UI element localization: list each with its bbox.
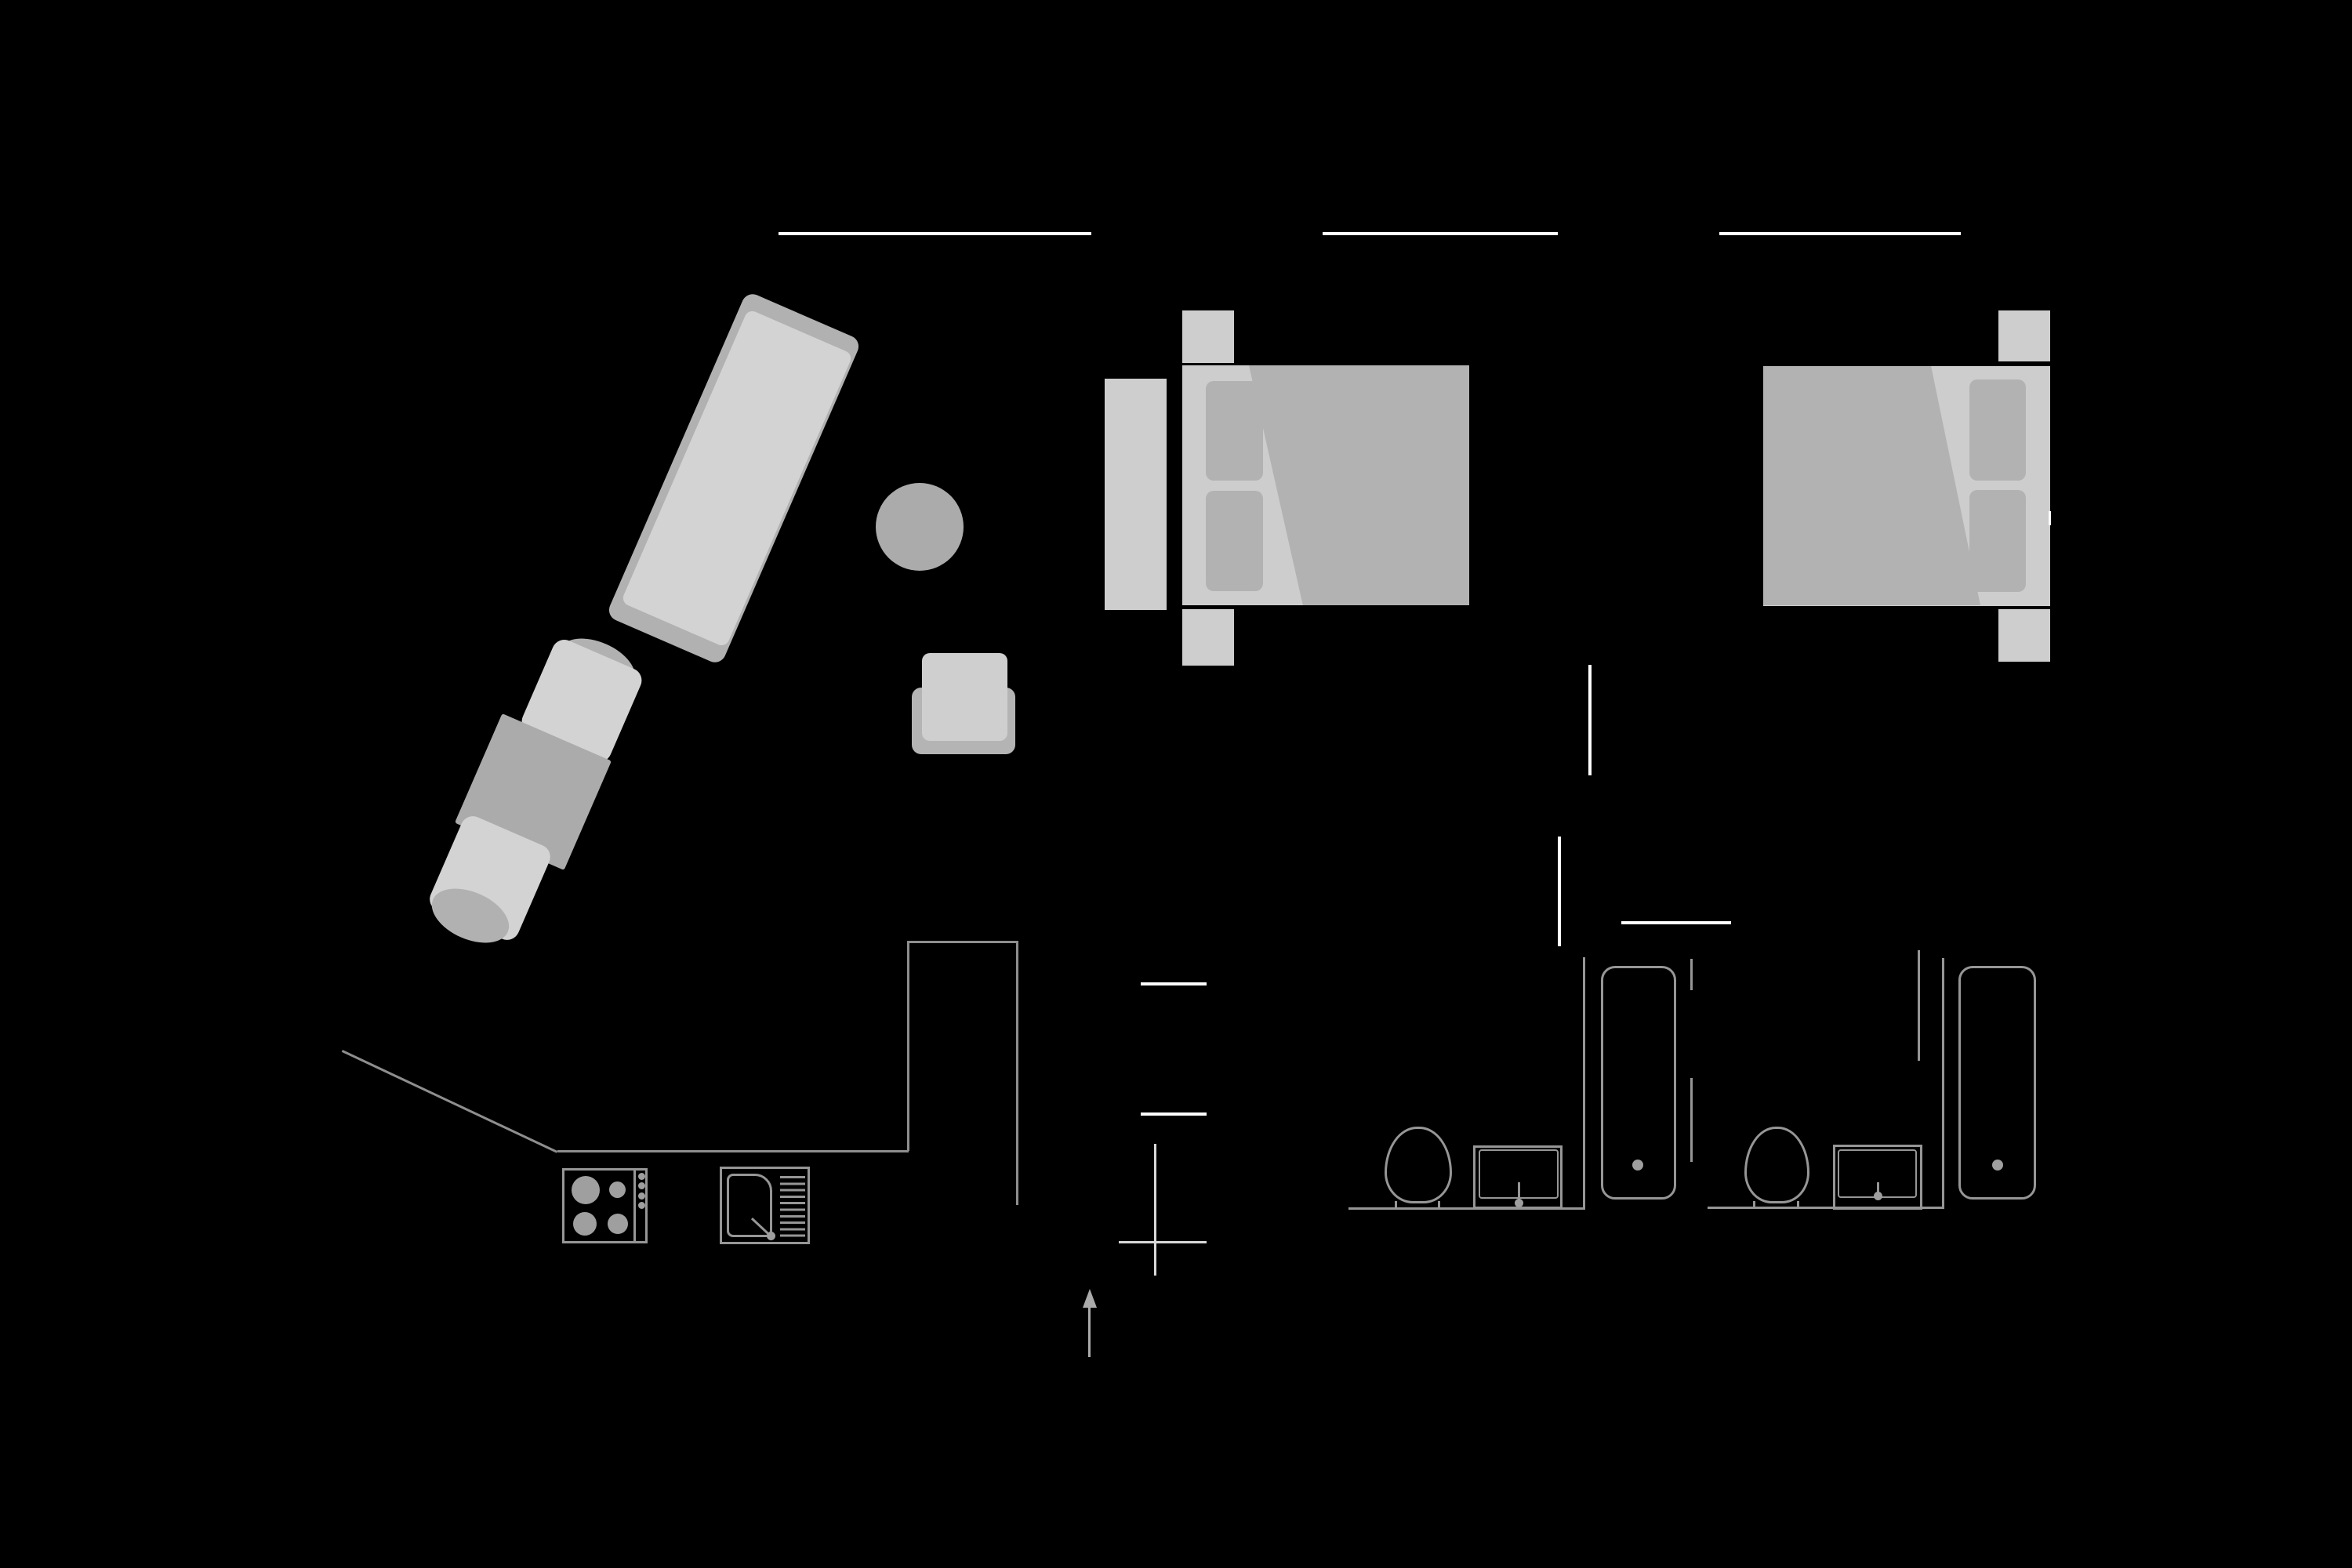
wall-stub-bed2 (2049, 511, 2051, 525)
cooktop-control-divider (633, 1168, 636, 1243)
toilet-icon (1744, 1127, 1809, 1203)
door-opening-line-lower (1141, 1112, 1207, 1116)
faucet-icon (1877, 1182, 1879, 1193)
wall-bath-white-upper (1588, 665, 1592, 775)
sofa-chaise-lounge (620, 308, 854, 648)
burner-icon (608, 1214, 628, 1234)
faucet-dot-icon (767, 1232, 775, 1240)
wall-entry-left (907, 941, 909, 1151)
bath2-sink (1833, 1145, 1922, 1210)
burner-icon (572, 1176, 600, 1204)
faucet-icon (1518, 1182, 1520, 1203)
north-arrow-shaft (1088, 1306, 1091, 1357)
dresser (1105, 379, 1167, 610)
kitchen-sink-basin (727, 1174, 772, 1237)
knob-icon (638, 1192, 645, 1200)
bed2-nightstand-bottom (1998, 609, 2050, 662)
door-opening-line-upper (1141, 982, 1207, 985)
wall-entry-right (1016, 941, 1018, 1205)
bed2-nightstand-top (1998, 310, 2050, 361)
bed2-pillow-2 (1969, 490, 2026, 592)
toilet-base (1395, 1201, 1440, 1209)
wall-kitchen-bottom (557, 1150, 909, 1152)
wall-shower2-left-upper (1918, 950, 1920, 1061)
wall-bath-white-horizontal (1621, 921, 1731, 924)
wall-shower1-right-upper (1690, 959, 1693, 990)
wall-shower2-left (1942, 958, 1944, 1209)
round-side-table (876, 483, 964, 571)
wall-kitchen-diagonal (341, 1050, 558, 1153)
toilet-icon (1385, 1127, 1452, 1203)
window-line-bedroom1 (1323, 232, 1558, 235)
bed1-nightstand-top (1182, 310, 1234, 363)
window-line-bedroom2 (1719, 232, 1961, 235)
bed2-pillow-1 (1969, 379, 2026, 481)
burner-icon (573, 1212, 597, 1236)
drain-dot-icon (1992, 1160, 2003, 1171)
window-line-living (779, 232, 1091, 235)
faucet-dot-icon (1515, 1199, 1523, 1207)
door-swing-cross-vertical (1154, 1144, 1156, 1276)
north-arrow-icon (1083, 1289, 1097, 1308)
bath2-counter-line (1708, 1207, 1943, 1209)
wall-shower1-right-lower (1690, 1078, 1693, 1162)
kitchen-sink (720, 1167, 810, 1244)
bath1-sink (1473, 1145, 1563, 1209)
toilet-base (1753, 1201, 1799, 1209)
wall-shower1-left (1583, 957, 1585, 1210)
cooktop (562, 1168, 648, 1243)
bed1-pillow-2 (1206, 491, 1263, 591)
wall-entry-top (907, 941, 1018, 943)
knob-icon (638, 1173, 645, 1180)
wall-bath-white-lower (1558, 837, 1561, 946)
burner-icon (609, 1181, 626, 1198)
armchair-seat (922, 653, 1007, 741)
door-swing-cross-horizontal (1119, 1241, 1207, 1243)
faucet-dot-icon (1874, 1192, 1882, 1200)
knob-icon (638, 1202, 645, 1209)
drain-dot-icon (1632, 1160, 1643, 1171)
bath1-counter-line (1348, 1207, 1584, 1210)
bed1-nightstand-bottom (1182, 609, 1234, 666)
knob-icon (638, 1182, 645, 1189)
bed1-pillow-1 (1206, 381, 1263, 481)
drainboard-lines (780, 1176, 805, 1239)
